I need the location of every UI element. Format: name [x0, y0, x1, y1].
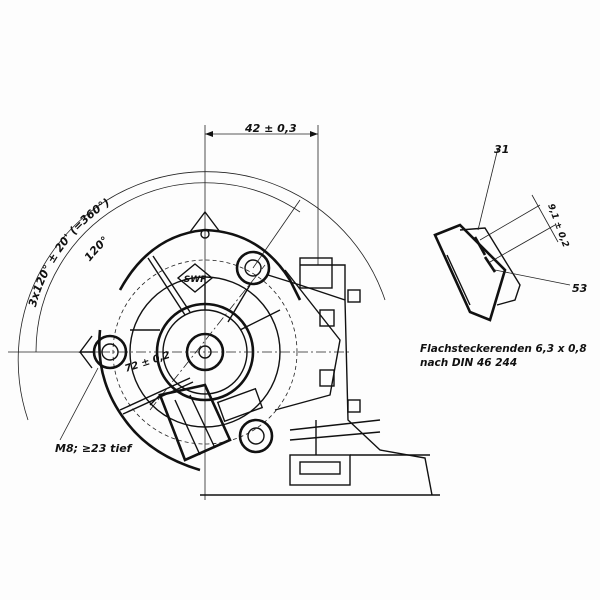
thread-label: M8; ≥23 tief	[55, 442, 133, 455]
mounting-bosses	[78, 250, 274, 454]
angle-single-label: 120°	[82, 234, 111, 264]
angle-dimension-arcs	[8, 171, 386, 421]
thread-leader	[59, 367, 99, 441]
bolt-radius-label: 72 ± 0,2	[124, 350, 172, 375]
terminal-31-label: 31	[494, 143, 509, 156]
swf-logo: SWF	[176, 263, 214, 293]
motor-can	[149, 383, 264, 462]
gearbox-frame	[200, 257, 440, 496]
dimension-42	[204, 125, 319, 500]
connector-detail	[433, 147, 571, 322]
center-distance-label: 42 ± 0,3	[244, 122, 297, 135]
note-line-2: nach DIN 46 244	[420, 357, 517, 369]
swf-logo-text: SWF	[184, 275, 207, 285]
terminal-53-label: 53	[572, 282, 588, 295]
note-line-1: Flachsteckerenden 6,3 x 0,8	[420, 343, 587, 355]
